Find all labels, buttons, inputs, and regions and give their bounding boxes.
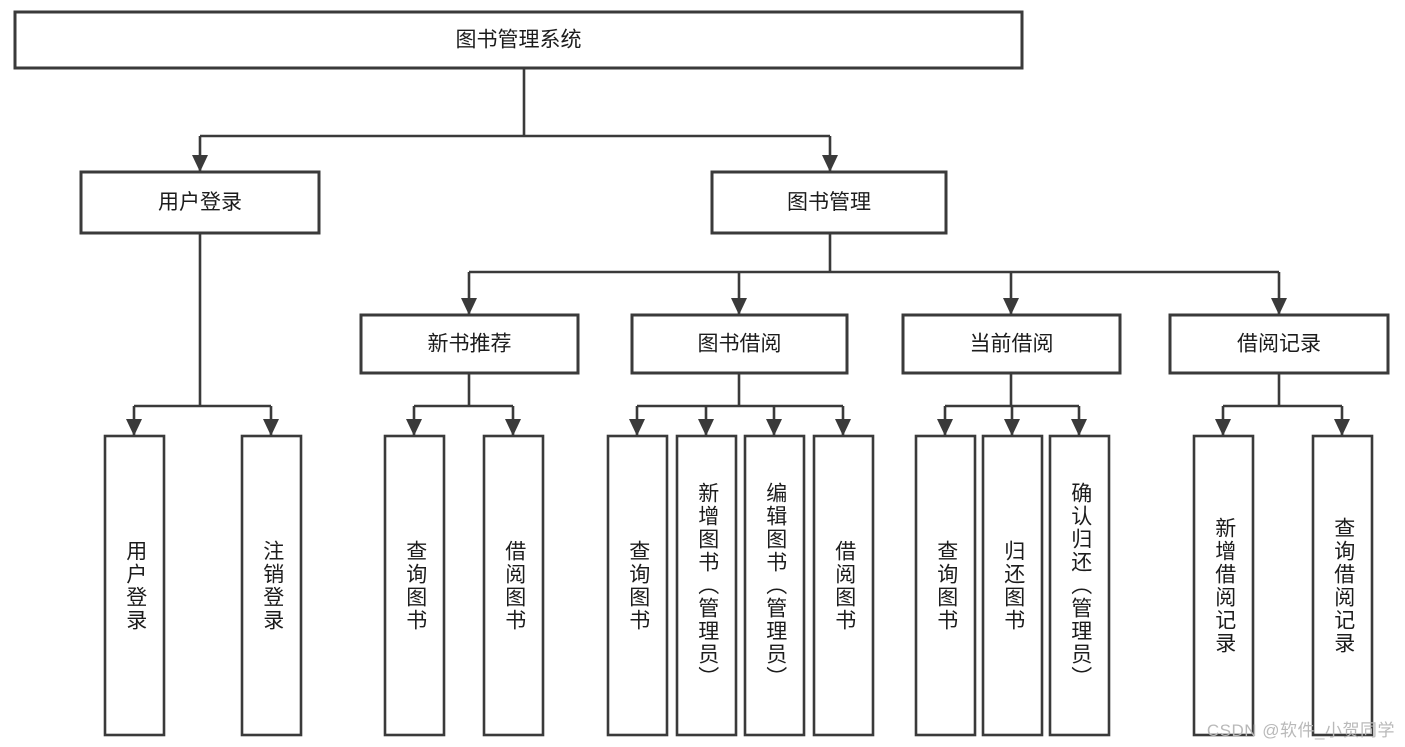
leaf-box[interactable]	[812, 434, 875, 737]
leaf-box[interactable]	[103, 434, 166, 737]
node-label-undefined: 图书管理系统	[456, 29, 582, 52]
arrow-head-icon	[629, 419, 645, 436]
arrow-head-icon	[766, 419, 782, 436]
leaf-box[interactable]	[1311, 434, 1374, 737]
node-leaf-return-book[interactable]	[981, 434, 1044, 737]
node-label-book-borrow: 图书借阅	[698, 333, 782, 356]
node-box-layer	[13, 10, 1390, 737]
node-borrow-record[interactable]	[1168, 313, 1390, 375]
leaf-box[interactable]	[606, 434, 669, 737]
arrow-head-icon	[835, 419, 851, 436]
node-leaf-add-record[interactable]	[1192, 434, 1255, 737]
arrow-head-icon	[937, 419, 953, 436]
node-label-borrow-record: 借阅记录	[1237, 333, 1321, 356]
node-undefined[interactable]	[13, 10, 1024, 70]
leaf-box[interactable]	[383, 434, 446, 737]
leaf-box[interactable]	[482, 434, 545, 737]
leaf-box[interactable]	[1048, 434, 1111, 737]
node-leaf-query-book-3[interactable]	[914, 434, 977, 737]
node-leaf-query-book-1[interactable]	[383, 434, 446, 737]
arrow-head-icon	[192, 155, 208, 172]
arrow-head-icon	[698, 419, 714, 436]
leaf-box[interactable]	[743, 434, 806, 737]
node-leaf-query-record[interactable]	[1311, 434, 1374, 737]
node-leaf-add-book[interactable]	[675, 434, 738, 737]
arrow-head-icon	[126, 419, 142, 436]
arrow-head-icon	[263, 419, 279, 436]
node-leaf-borrow-book-1[interactable]	[482, 434, 545, 737]
level3-box[interactable]	[901, 313, 1122, 375]
connector-layer	[126, 68, 1350, 436]
node-new-book-recommend[interactable]	[359, 313, 580, 375]
arrow-head-icon	[461, 298, 477, 315]
arrow-head-icon	[1271, 298, 1287, 315]
node-leaf-query-book-2[interactable]	[606, 434, 669, 737]
leaf-box[interactable]	[914, 434, 977, 737]
node-leaf-user-login[interactable]	[103, 434, 166, 737]
arrow-head-icon	[505, 419, 521, 436]
node-leaf-confirm-return[interactable]	[1048, 434, 1111, 737]
arrow-head-icon	[822, 155, 838, 172]
leaf-box[interactable]	[675, 434, 738, 737]
node-label-new-book-recommend: 新书推荐	[428, 333, 512, 356]
leaf-box[interactable]	[1192, 434, 1255, 737]
arrow-head-icon	[1215, 419, 1231, 436]
node-current-borrow[interactable]	[901, 313, 1122, 375]
level3-box[interactable]	[1168, 313, 1390, 375]
arrow-head-icon	[731, 298, 747, 315]
node-label-user-login: 用户登录	[158, 191, 242, 214]
root-box[interactable]	[13, 10, 1024, 70]
node-leaf-borrow-book-2[interactable]	[812, 434, 875, 737]
node-label-current-borrow: 当前借阅	[970, 333, 1054, 356]
node-book-borrow[interactable]	[630, 313, 849, 375]
arrow-head-icon	[1004, 419, 1020, 436]
node-leaf-edit-book[interactable]	[743, 434, 806, 737]
arrow-head-icon	[1071, 419, 1087, 436]
watermark: CSDN @软件_小贺同学	[1206, 721, 1395, 740]
arrow-head-icon	[1003, 298, 1019, 315]
arrow-head-icon	[406, 419, 422, 436]
node-book-manage[interactable]	[710, 170, 948, 235]
level3-box[interactable]	[630, 313, 849, 375]
leaf-box[interactable]	[981, 434, 1044, 737]
node-leaf-logout[interactable]	[240, 434, 303, 737]
leaf-box[interactable]	[240, 434, 303, 737]
level2-box[interactable]	[79, 170, 321, 235]
level2-box[interactable]	[710, 170, 948, 235]
arrow-head-icon	[1334, 419, 1350, 436]
node-user-login[interactable]	[79, 170, 321, 235]
level3-box[interactable]	[359, 313, 580, 375]
node-label-book-manage: 图书管理	[787, 191, 871, 214]
